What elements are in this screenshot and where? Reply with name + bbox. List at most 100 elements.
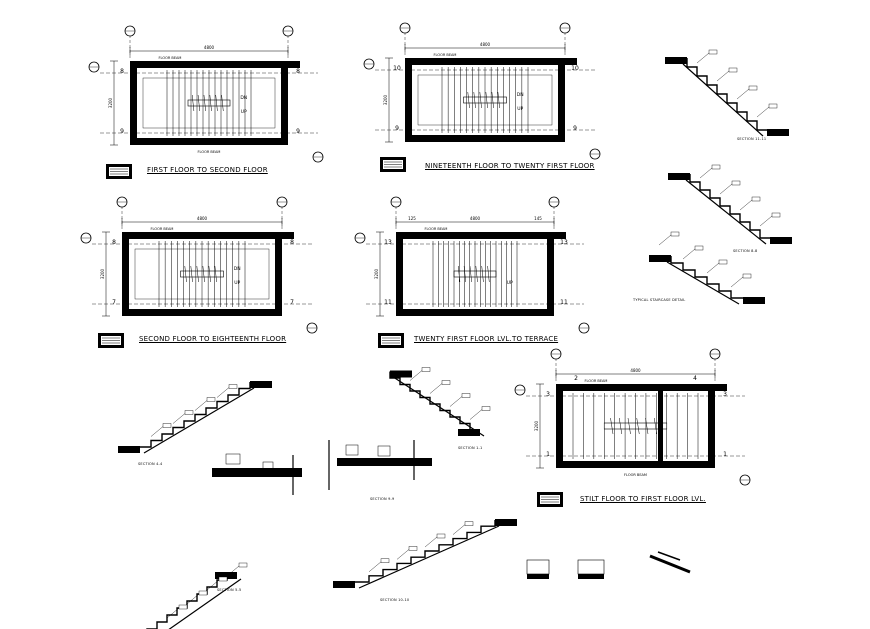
section-1-1 (389, 367, 491, 437)
dn-label: DN (234, 266, 241, 272)
landing-top (649, 255, 671, 262)
level-top-right: 3 (723, 391, 727, 398)
up-label: UP (507, 280, 513, 286)
section-5-5 (146, 562, 248, 629)
section-title-9-9: SECTION 9-9 (370, 497, 395, 501)
level-bottom-left: 7 (112, 299, 116, 306)
landing-top (495, 519, 517, 526)
level-bottom-left: 1 (546, 451, 550, 458)
landing-bottom (333, 581, 355, 588)
plan-title-nineteenth-to-twenty-first: NINETEENTH FLOOR TO TWENTY FIRST FLOOR (425, 162, 595, 170)
title-box-stilt (537, 492, 563, 507)
stair-profile (355, 520, 496, 583)
up-label: UP (234, 280, 240, 286)
beam-extension (713, 384, 727, 391)
section-title-5-5: SECTION 5-5 (217, 588, 242, 592)
level-bottom-right: 9 (296, 128, 300, 135)
stair-profile (689, 174, 770, 239)
beam-extension (552, 232, 566, 239)
dim-width: 4800 (470, 216, 481, 221)
beam-label-top: FLOOR BEAM (151, 227, 174, 231)
landing-bottom (118, 446, 140, 453)
title-box-terrace (378, 333, 404, 348)
dim-left: 125 (408, 216, 416, 221)
section-title-10-10: SECTION 10-10 (380, 598, 410, 602)
plan-title-stilt-to-first: STILT FLOOR TO FIRST FLOOR LVL. (580, 495, 706, 503)
stair-profile (146, 572, 237, 629)
dim-height: 3200 (534, 420, 539, 431)
beam-label-top: FLOOR BEAM (159, 56, 182, 60)
up-label: UP (517, 106, 523, 112)
level-bottom-right: 7 (290, 299, 294, 306)
landing-bottom (458, 429, 480, 436)
dim-height: 3200 (108, 97, 113, 108)
section-11-11 (665, 49, 789, 137)
dn-label: DN (517, 92, 524, 98)
dim-width: 4800 (197, 216, 208, 221)
footing-details (526, 551, 691, 579)
plan-title-first-to-second: FIRST FLOOR TO SECOND FLOOR (147, 166, 268, 174)
landing-bottom (743, 297, 765, 304)
beam-label-top: FLOOR BEAM (434, 53, 457, 57)
stair-profile (686, 58, 767, 131)
level-bottom-right: 11 (560, 299, 568, 306)
dn-label: DN (240, 95, 247, 101)
dim-height: 3200 (100, 268, 105, 279)
plan-second-to-eighteenth: 4800 3200 8 8 7 7 FLOOR BEAM DN UP (80, 196, 318, 334)
dim-height: 3200 (374, 268, 379, 279)
section-title-11-11: SECTION 11-11 (737, 137, 767, 141)
dim-right: 145 (534, 216, 542, 221)
grid-label-2: 2 (574, 375, 578, 382)
plan-title-second-to-eighteenth: SECOND FLOOR TO EIGHTEENTH FLOOR (139, 335, 287, 343)
section-title-typical-detail: TYPICAL STAIRCASE DETAIL (633, 298, 686, 302)
section-title-4-4: SECTION 4-4 (138, 462, 163, 466)
level-top-left: 10 (393, 65, 401, 72)
section-typical (649, 231, 765, 305)
beam-extension (286, 61, 300, 68)
landing-bottom (770, 237, 792, 244)
level-bottom-left: 11 (384, 299, 392, 306)
section-9-9-detail (328, 440, 432, 490)
dim-width: 4800 (630, 368, 641, 373)
grid-label-4: 4 (693, 375, 697, 382)
stair-profile (389, 371, 480, 431)
level-top-left: 3 (546, 391, 550, 398)
plan-title-twenty-first-to-terrace: TWENTY FIRST FLOOR LVL.TO TERRACE (414, 335, 559, 343)
title-box-first-to-second (106, 164, 132, 179)
plan-twenty-first-to-terrace: 4800 3200 13 13 11 11 FLOOR BEAM UP 125 145 (354, 196, 590, 334)
up-label: UP (241, 109, 247, 115)
dim-width: 4800 (480, 42, 491, 47)
beam-extension (563, 58, 577, 65)
title-box-second-to-eighteenth (98, 333, 124, 348)
dim-height: 3200 (383, 94, 388, 105)
landing-bottom (767, 129, 789, 136)
level-top-right: 13 (560, 239, 568, 246)
level-top-right: 10 (571, 65, 579, 72)
stair-profile (140, 382, 251, 448)
landing-top (250, 381, 272, 388)
beam-label-bottom: FLOOR BEAM (624, 473, 647, 477)
level-top-left: 13 (384, 239, 392, 246)
landing-top (665, 57, 687, 64)
beam-label-top: FLOOR BEAM (425, 227, 448, 231)
section-4-4 (118, 381, 272, 454)
landing-bottom (215, 572, 237, 579)
level-top-left: 8 (112, 239, 116, 246)
title-box-nineteenth (380, 157, 406, 172)
level-bottom-left: 9 (120, 128, 124, 135)
level-top-right: 8 (290, 239, 294, 246)
level-bottom-right: 1 (723, 451, 727, 458)
level-top-right: 8 (296, 68, 300, 75)
section-title-1-1: SECTION 1-1 (458, 446, 483, 450)
beam-extension (280, 232, 294, 239)
level-top-left: 8 (120, 68, 124, 75)
dim-width: 4800 (204, 45, 215, 50)
shaft-wall (658, 391, 663, 461)
section-title-8-8: SECTION 8-8 (733, 249, 758, 253)
beam-label-top: FLOOR BEAM (585, 379, 608, 383)
level-bottom-left: 9 (395, 125, 399, 132)
